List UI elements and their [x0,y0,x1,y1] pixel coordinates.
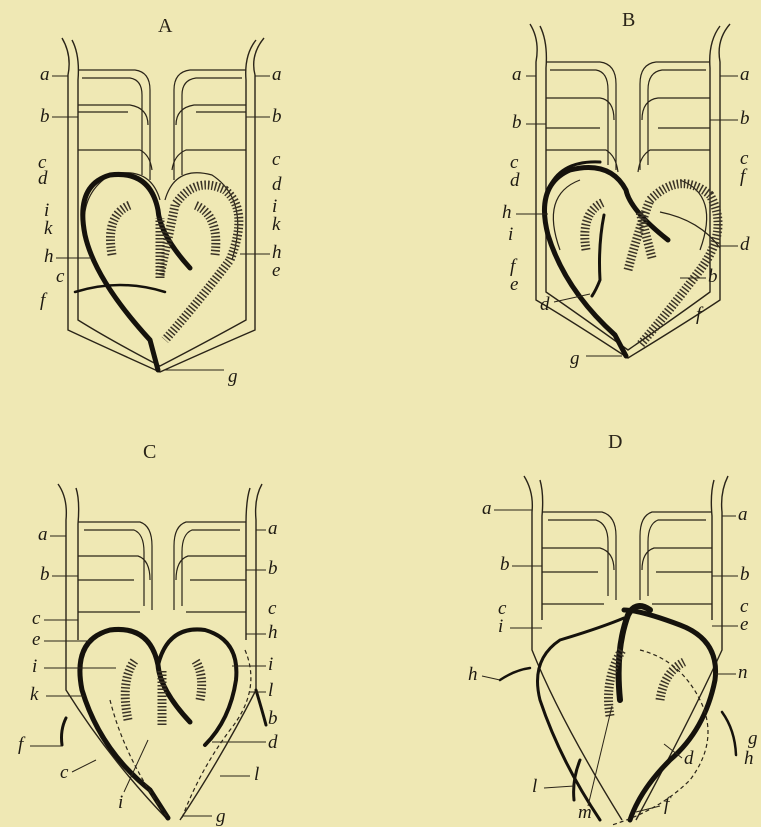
label: h [44,246,54,267]
arch-loops [78,522,246,612]
label: l [532,776,537,797]
label: b [268,558,278,579]
label: l [268,680,273,701]
label: g [216,806,226,827]
label: c [56,266,65,287]
label: n [738,662,748,683]
label: g [228,366,238,387]
label: h [268,622,278,643]
label: f [696,304,704,325]
label: e [510,274,518,295]
label: b [740,564,750,585]
label: e [32,629,40,650]
label: k [44,218,53,239]
label: h [744,748,754,769]
heart-vessels [544,162,720,356]
label: b [512,112,522,133]
label: d [684,748,694,769]
labels-left: a b c i h l [468,498,574,797]
label: a [38,524,48,545]
label: d [38,168,48,189]
label: g [748,728,758,749]
label: b [40,564,50,585]
label: d [540,294,550,315]
label: b [740,108,750,129]
label: d [740,234,750,255]
label: f [740,166,748,187]
label: m [578,802,592,823]
label: a [738,504,748,525]
label: k [30,684,39,705]
label: b [272,106,282,127]
label: a [272,64,282,85]
label: b [40,106,50,127]
label: i [508,224,513,245]
label: i [32,656,37,677]
labels-right: a b c f d b f [680,64,750,325]
panel-d: D [468,431,758,825]
panel-title: B [622,9,635,31]
label: f [40,290,48,311]
panel-a: A a b [38,15,282,387]
panel-c: C [18,441,278,827]
label: f [18,734,26,755]
label: e [272,260,280,281]
heart-vessels [75,174,239,370]
label: e [740,614,748,635]
label: g [570,348,580,369]
labels-left: a b c d i k h c f [38,64,92,311]
label: d [268,732,278,753]
panel-title: D [608,431,622,453]
label: a [512,64,522,85]
label: a [740,64,750,85]
label: b [708,266,718,287]
label: a [40,64,50,85]
label: i [268,654,273,675]
label: d [510,170,520,191]
label: d [272,174,282,195]
label: h [468,664,478,685]
label: a [482,498,492,519]
label: i [118,792,123,813]
label: c [32,608,41,629]
label: c [268,598,277,619]
arch-loops [546,62,710,250]
panel-b: B a [502,9,750,369]
label: b [268,708,278,729]
label: a [268,518,278,539]
label: h [502,202,512,223]
label: b [500,554,510,575]
label: c [60,762,69,783]
panel-title: C [143,441,156,463]
panel-title: A [158,15,173,37]
arch-loops [542,512,712,604]
labels-left: a b c e i k f c [18,524,116,783]
heart-vessels [62,629,267,818]
label: l [254,764,259,785]
label: k [272,214,281,235]
label: f [664,794,672,815]
vessel-outline [524,476,728,820]
label: c [272,149,281,170]
label: i [498,616,503,637]
labels-right: a b c e n g h d f [636,504,758,815]
